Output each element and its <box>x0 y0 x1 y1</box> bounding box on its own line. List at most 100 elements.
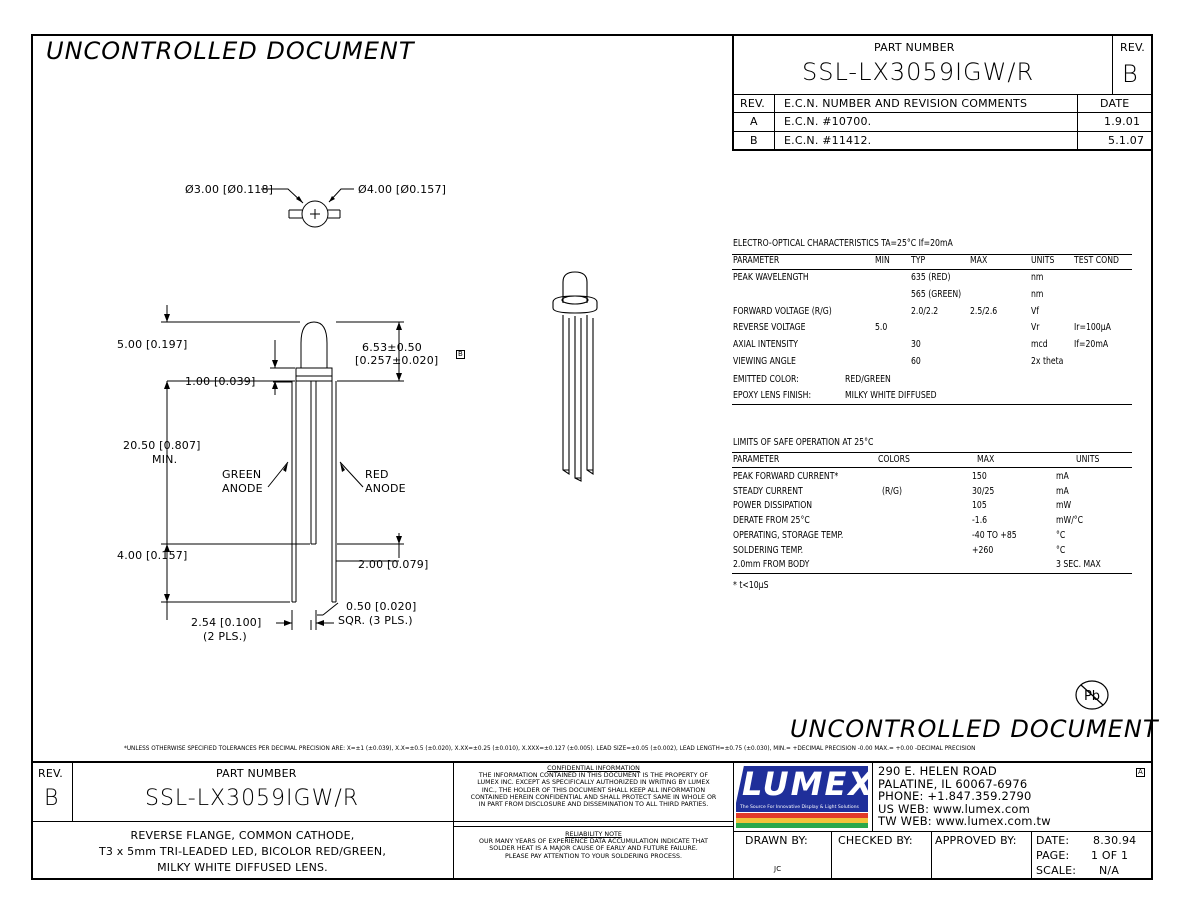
confidential-line-1: THE INFORMATION CONTAINED IN THIS DOCUME… <box>478 772 709 780</box>
pb-mark-text: Pb <box>1084 689 1100 704</box>
limits-table-cell: -40 TO +85 <box>972 529 1017 541</box>
tb-description-line-3: MILKY WHITE DIFFUSED LENS. <box>157 861 328 874</box>
limits-table-cell: (R/G) <box>882 485 903 497</box>
eo-extra-cell: EPOXY LENS FINISH: <box>733 390 812 401</box>
eo-header-cell: TEST COND <box>1074 255 1119 266</box>
page-label: PAGE: <box>1036 849 1070 862</box>
address-flag: A <box>1136 768 1145 777</box>
limits-header-cell: PARAMETER <box>733 454 780 465</box>
tb-part-number: SSL-LX3059IGW/R <box>145 786 360 811</box>
limits-table-cell: °C <box>1056 544 1066 556</box>
eo-header-cell: MAX <box>970 255 988 266</box>
dim-1mm: 1.00 [0.039] <box>185 375 256 388</box>
eo-table-cell: VIEWING ANGLE <box>733 356 796 367</box>
eo-table-cell: REVERSE VOLTAGE <box>733 322 806 334</box>
drawn-by-value: JC <box>774 865 782 873</box>
limits-table-cell: °C <box>1056 529 1066 541</box>
eo-table-cell: nm <box>1031 288 1044 300</box>
limits-table-cell: DERATE FROM 25°C <box>733 515 810 527</box>
eo-table-cell: PEAK WAVELENGTH <box>733 272 809 283</box>
date-label: DATE: <box>1036 834 1070 847</box>
tb-part-number-label: PART NUMBER <box>216 767 297 780</box>
limits-table-cell: 3 SEC. MAX <box>1056 559 1101 571</box>
limits-header-cell: MAX <box>977 454 995 465</box>
approved-by-label: APPROVED BY: <box>935 834 1017 847</box>
dim-inner-diameter: Ø3.00 [Ø0.118] <box>185 183 274 196</box>
eo-table-cell: 60 <box>911 356 921 367</box>
limits-table-cell: mA <box>1056 485 1069 497</box>
tb-rev-label: REV. <box>38 767 63 780</box>
limits-table-cell: mW/°C <box>1056 515 1084 527</box>
page-value: 1 OF 1 <box>1091 849 1129 862</box>
green-anode-label-2: ANODE <box>222 482 263 495</box>
confidential-title: CONFIDENTIAL INFORMATION <box>547 765 640 772</box>
limits-table-cell: -1.6 <box>972 515 988 527</box>
lumex-logo: LUMEX The Source For Innovative Display … <box>736 766 868 828</box>
eo-table-cell: 30 <box>911 339 921 351</box>
limits-table-cell: 150 <box>972 471 987 482</box>
reliability-line-3: PLEASE PAY ATTENTION TO YOUR SOLDERING P… <box>505 852 682 860</box>
confidential-line-3: INC., THE HOLDER OF THIS DOCUMENT SHALL … <box>481 786 706 794</box>
address-line-2: PALATINE, IL 60067-6976 <box>878 776 1028 791</box>
red-anode-label-1: RED <box>365 468 389 481</box>
led-drawing <box>161 188 598 630</box>
tb-description: REVERSE FLANGE, COMMON CATHODE, T3 x 5mm… <box>32 828 453 876</box>
eo-title: ELECTRO-OPTICAL CHARACTERISTICS TA=25°C … <box>733 238 953 249</box>
limits-table-cell: SOLDERING TEMP. <box>733 544 804 556</box>
eo-table-cell: 2x theta <box>1031 356 1064 367</box>
pb-free-icon: Pb <box>1075 680 1109 710</box>
drawing-frame <box>31 34 1153 880</box>
reliability-title: RELIABILITY NOTE <box>565 831 622 838</box>
scale-value: N/A <box>1099 864 1120 877</box>
limits-table-cell: mW <box>1056 500 1072 512</box>
limits-header-cell: COLORS <box>878 454 910 465</box>
dim-254: 2.54 [0.100] <box>191 616 262 629</box>
eo-header-cell: PARAMETER <box>733 255 780 266</box>
date-row-a: 1.9.01 <box>1104 115 1141 128</box>
limits-table-cell: mA <box>1056 471 1069 482</box>
address-line-5: TW WEB: www.lumex.com.tw <box>878 814 1051 829</box>
confidential-line-4: CONTAINED HEREIN CONFIDENTIAL AND SHALL … <box>470 793 717 801</box>
limits-table-cell: 30/25 <box>972 485 995 497</box>
lumex-tagline: The Source For Innovative Display & Ligh… <box>740 805 859 810</box>
ecn-row-b: E.C.N. #11412. <box>784 134 872 147</box>
dim-min: MIN. <box>152 453 178 466</box>
limits-table-cell: +260 <box>972 544 994 556</box>
date-col-header: DATE <box>1100 97 1130 110</box>
limits-table-cell: PEAK FORWARD CURRENT* <box>733 471 839 482</box>
ecn-row-a: E.C.N. #10700. <box>784 115 872 128</box>
checked-by-label: CHECKED BY: <box>838 834 913 847</box>
eo-header-cell: UNITS <box>1031 255 1055 266</box>
limits-header-cell: UNITS <box>1076 454 1100 465</box>
dim-5mm: 5.00 [0.197] <box>117 338 188 351</box>
scale-label: SCALE: <box>1036 864 1077 877</box>
eo-table-cell: 2.5/2.6 <box>970 305 998 317</box>
part-number: SSL-LX3059IGW/R <box>802 58 1035 86</box>
revision-flag: B <box>456 350 466 359</box>
address-block: 290 E. HELEN ROAD PALATINE, IL 60067-697… <box>878 765 1051 828</box>
dim-2mm: 2.00 [0.079] <box>358 558 429 571</box>
uncontrolled-top: UNCONTROLLED DOCUMENT <box>46 37 415 65</box>
dim-2pls: (2 PLS.) <box>203 630 247 643</box>
rev-row-a: A <box>750 115 758 128</box>
eo-table-cell: Vr <box>1031 322 1040 334</box>
eo-extra-cell: RED/GREEN <box>845 374 891 385</box>
part-number-block <box>732 34 1153 151</box>
eo-table-cell: 2.0/2.2 <box>911 305 939 317</box>
eo-table-cell: Ir=100µA <box>1074 322 1111 334</box>
confidential-line-5: IN PART FROM DISCLOSURE AND DISSEMINATIO… <box>478 801 709 809</box>
eo-extra-cell: MILKY WHITE DIFFUSED <box>845 390 937 401</box>
limits-table-cell: STEADY CURRENT <box>733 485 803 497</box>
limits-table-cell: OPERATING, STORAGE TEMP. <box>733 529 844 541</box>
dim-sqr: SQR. (3 PLS.) <box>338 614 413 627</box>
dim-4mm: 4.00 [0.157] <box>117 549 188 562</box>
eo-table-cell: FORWARD VOLTAGE (R/G) <box>733 305 832 317</box>
limits-footnote: * t<10µS <box>733 580 769 591</box>
eo-table-cell: Vf <box>1031 305 1040 317</box>
drawn-by-label: DRAWN BY: <box>745 834 808 847</box>
rev-col-header: REV. <box>740 97 765 110</box>
eo-table-cell: If=20mA <box>1074 339 1109 351</box>
address-line-4: US WEB: www.lumex.com <box>878 801 1031 816</box>
address-line-3: PHONE: +1.847.359.2790 <box>878 789 1032 804</box>
eo-extra-cell: EMITTED COLOR: <box>733 374 799 385</box>
